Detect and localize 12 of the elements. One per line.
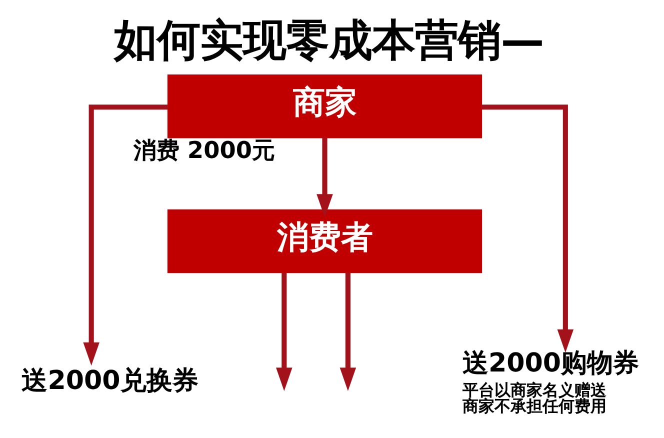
node-box: 商家 [167,74,482,138]
diagram-title: 如何实现零成本营销— [114,15,544,66]
node-label: 平台以商家名义赠送商家不承担任何费用 [462,380,606,415]
arrow [83,104,168,366]
arrow [316,137,333,217]
arrow [276,272,292,390]
node-text: 送2000购物券 [462,348,640,378]
arrow [481,104,574,352]
edge-label: 消费 2000元 [133,136,275,164]
arrow [340,272,356,390]
node-text: 送2000兑换券 [22,365,198,396]
node-box: 消费者 [167,208,482,273]
